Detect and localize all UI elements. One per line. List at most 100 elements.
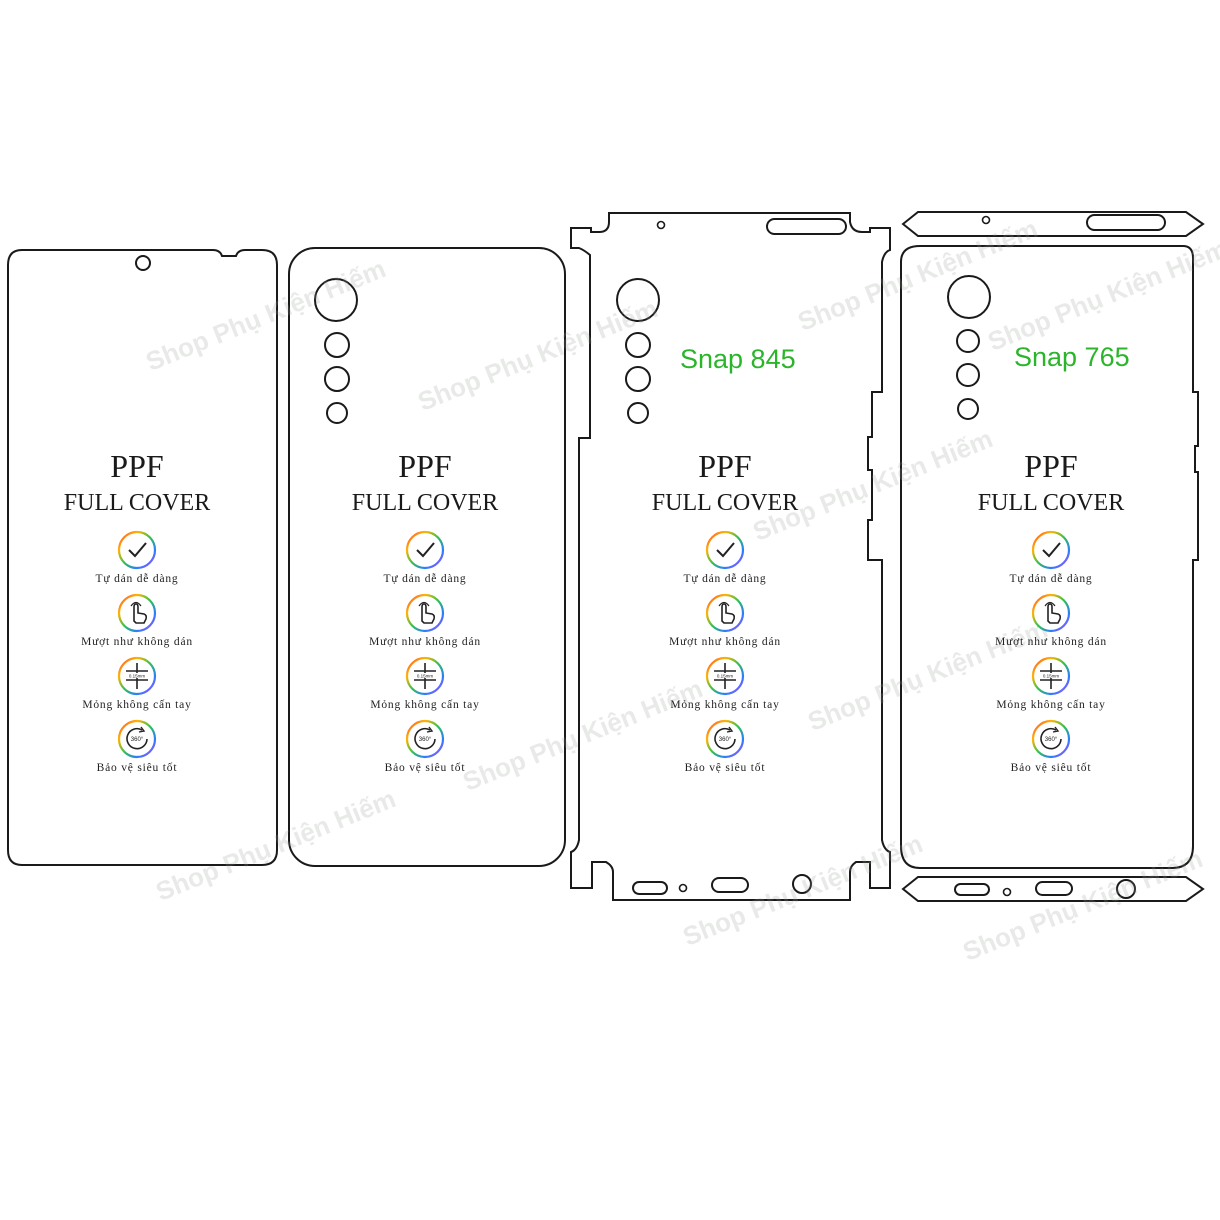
strip-mic-hole [981, 215, 991, 225]
top-edge-strip [901, 211, 1205, 237]
speaker-slot-left [632, 881, 668, 895]
ppf-title: PPF [110, 448, 164, 484]
feature-label: Mượt như không dán [81, 636, 193, 648]
rotate-360-icon: 360° [117, 719, 157, 759]
feature-item: Mượt như không dán [295, 593, 555, 650]
feature-label: Tự dán dễ dàng [383, 573, 467, 585]
camera-cutout-3 [324, 366, 350, 392]
full-cover-subtitle: FULL COVER [351, 490, 499, 516]
feature-label: Bảo vệ siêu tốt [384, 762, 466, 774]
headphone-jack-cutout [792, 874, 812, 894]
touch-hand-icon [705, 593, 745, 633]
feature-label: Mượt như không dán [995, 636, 1107, 648]
feature-item: Tự dán dễ dàng [7, 530, 267, 587]
feature-item: 360° Bảo vệ siêu tốt [7, 719, 267, 776]
full-wrap-outline [570, 212, 891, 901]
back-cover-outline [288, 247, 566, 867]
camera-cutout-2 [324, 332, 350, 358]
svg-text:0.15mm: 0.15mm [417, 674, 434, 679]
rear-main-camera [947, 275, 991, 319]
bottom-mic-hole [678, 883, 688, 893]
feature-label: Bảo vệ siêu tốt [96, 762, 178, 774]
check-icon [405, 530, 445, 570]
svg-text:360°: 360° [131, 737, 144, 743]
check-icon [1031, 530, 1071, 570]
full-cover-subtitle: FULL COVER [977, 490, 1125, 516]
camera-cutout-4 [326, 402, 348, 424]
thickness-icon: 0.15mm [117, 656, 157, 696]
rotate-360-icon: 360° [705, 719, 745, 759]
feature-item: 360° Bảo vệ siêu tốt [295, 719, 555, 776]
usb-port-cutout [711, 877, 749, 893]
feature-label: Tự dán dễ dàng [1009, 573, 1093, 585]
rotate-360-icon: 360° [405, 719, 445, 759]
thickness-icon: 0.15mm [405, 656, 445, 696]
bottom-edge-strip [901, 876, 1205, 902]
rear-body-outline [900, 245, 1199, 869]
feature-label: Mỏng không cấn tay [82, 699, 192, 711]
strip-headphone-jack [1116, 879, 1136, 899]
check-icon [117, 530, 157, 570]
touch-hand-icon [1031, 593, 1071, 633]
strip-top-slot [1086, 214, 1166, 231]
main-camera-cutout [314, 278, 358, 322]
check-icon [705, 530, 745, 570]
feature-label: Mỏng không cấn tay [996, 699, 1106, 711]
strip-usb-port [1035, 881, 1073, 896]
feature-item: Tự dán dễ dàng [921, 530, 1181, 587]
wrap-camera-2 [625, 332, 651, 358]
svg-text:360°: 360° [719, 737, 732, 743]
feature-label: Bảo vệ siêu tốt [684, 762, 766, 774]
snap-label: Snap 845 [680, 344, 796, 374]
strip-bottom-mic [1002, 887, 1012, 897]
feature-label: Mượt như không dán [369, 636, 481, 648]
front-camera-hole [135, 255, 151, 271]
svg-text:0.15mm: 0.15mm [1043, 674, 1060, 679]
feature-item: 360° Bảo vệ siêu tốt [595, 719, 855, 776]
feature-item: Tự dán dễ dàng [295, 530, 555, 587]
full-cover-subtitle: FULL COVER [651, 490, 799, 516]
feature-item: Mượt như không dán [7, 593, 267, 650]
wrap-main-camera [616, 278, 660, 322]
strip-speaker-slot [954, 883, 990, 896]
feature-label: Tự dán dễ dàng [95, 573, 179, 585]
thickness-icon: 0.15mm [1031, 656, 1071, 696]
svg-text:360°: 360° [419, 737, 432, 743]
rear-camera-4 [957, 398, 979, 420]
small-mic-hole [656, 220, 666, 230]
feature-label: Mượt như không dán [669, 636, 781, 648]
feature-label: Tự dán dễ dàng [683, 573, 767, 585]
rotate-360-icon: 360° [1031, 719, 1071, 759]
ppf-title: PPF [398, 448, 452, 484]
thickness-icon: 0.15mm [705, 656, 745, 696]
ppf-title: PPF [698, 448, 752, 484]
feature-label: Mỏng không cấn tay [370, 699, 480, 711]
wrap-camera-4 [627, 402, 649, 424]
full-cover-subtitle: FULL COVER [63, 490, 211, 516]
feature-label: Mỏng không cấn tay [670, 699, 780, 711]
svg-text:0.15mm: 0.15mm [129, 674, 146, 679]
rear-camera-3 [956, 363, 980, 387]
feature-item: 360°Bảo vệ siêu tốt [921, 719, 1181, 776]
rear-camera-2 [956, 329, 980, 353]
touch-hand-icon [117, 593, 157, 633]
wrap-camera-3 [625, 366, 651, 392]
svg-text:360°: 360° [1045, 737, 1058, 743]
feature-item: Tự dán dễ dàng [595, 530, 855, 587]
front-screen-outline [7, 249, 278, 866]
svg-text:0.15mm: 0.15mm [717, 674, 734, 679]
